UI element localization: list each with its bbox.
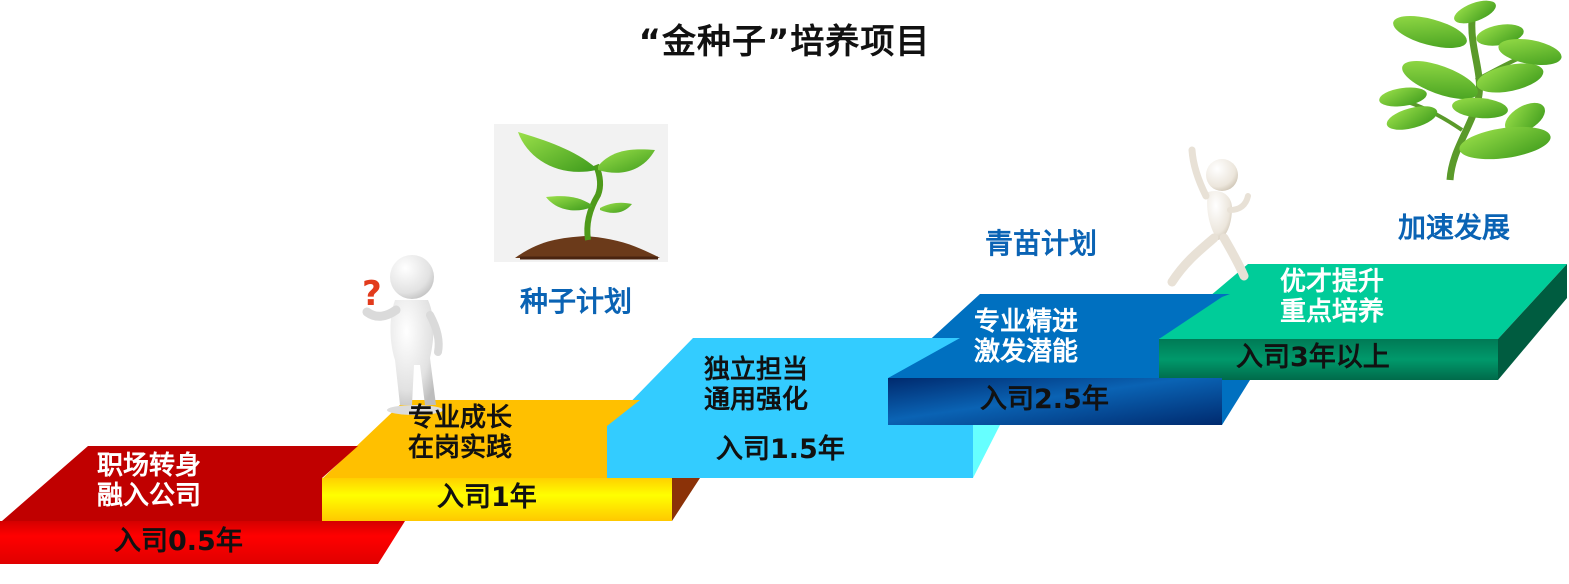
title-text: “金种子”培养项目 [638, 22, 931, 62]
plan-sprout-label: 青苗计划 [985, 227, 1098, 260]
step-2-desc: 专业成长 在岗实践 [408, 403, 513, 464]
step-4-block [888, 294, 1250, 425]
step-4-desc: 专业精进 激发潜能 [974, 307, 1079, 368]
growing-plant-icon [1379, 0, 1562, 181]
step-5-line2: 重点培养 [1280, 296, 1385, 327]
step-1-year: 入司0.5年 [114, 526, 243, 557]
step-4-line1: 专业精进 [974, 307, 1079, 337]
plan-seed-label: 种子计划 [520, 285, 633, 318]
step-3-side [973, 425, 1000, 478]
step-5-line1: 优才提升 [1280, 267, 1385, 297]
running-figure-icon [1167, 146, 1251, 287]
page-title: “金种子”培养项目 [0, 14, 1569, 63]
step-5-year: 入司3年以上 [1236, 342, 1390, 373]
step-1-line1: 职场转身 [97, 451, 202, 481]
step-3-line1: 独立担当 [704, 355, 809, 385]
step-4-front [888, 378, 1222, 425]
plan-growth-label: 加速发展 [1398, 211, 1511, 244]
step-4-line2: 激发潜能 [974, 336, 1079, 367]
step-2-front [322, 478, 672, 521]
step-1-top [2, 446, 358, 521]
step-5-front [1159, 339, 1498, 380]
step-3-top [607, 338, 960, 426]
step-3-front [607, 425, 973, 478]
step-2-side [672, 478, 700, 521]
step-4-side [1222, 380, 1250, 425]
step-1-block [0, 446, 405, 564]
step-4-top [888, 294, 1230, 378]
step-1-line2: 融入公司 [97, 480, 202, 511]
step-2-block [322, 400, 700, 521]
step-3-year: 入司1.5年 [716, 434, 845, 465]
step-3-block [607, 338, 1000, 478]
step-5-side [1498, 264, 1567, 380]
step-3-desc: 独立担当 通用强化 [704, 355, 809, 416]
step-1-desc: 职场转身 融入公司 [97, 451, 202, 512]
seedling-icon [494, 124, 668, 262]
step-2-top [322, 400, 640, 479]
step-5-top [1159, 264, 1567, 339]
step-5-block [1159, 264, 1567, 380]
step-5-desc: 优才提升 重点培养 [1280, 267, 1385, 328]
svg-text:?: ? [362, 274, 382, 314]
step-2-line2: 在岗实践 [408, 432, 513, 463]
question-figure-icon: ? [362, 255, 443, 415]
step-2-year: 入司1年 [437, 482, 537, 513]
step-1-front [0, 521, 405, 564]
step-2-line1: 专业成长 [408, 403, 513, 433]
step-3-line2: 通用强化 [704, 384, 809, 415]
step-4-year: 入司2.5年 [980, 384, 1109, 415]
